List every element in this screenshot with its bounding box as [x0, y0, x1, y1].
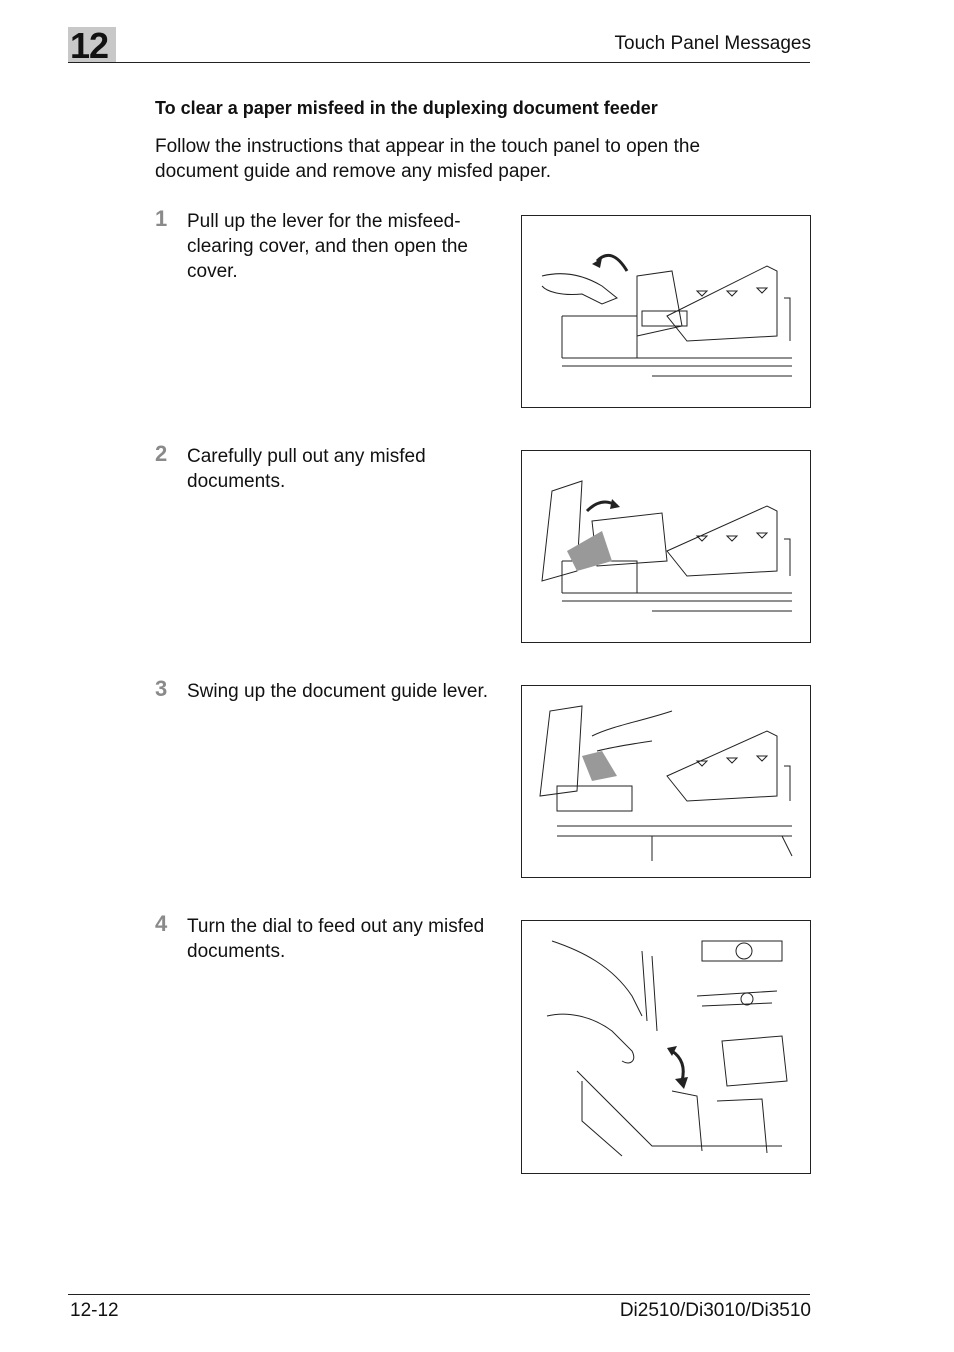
feeder-cover-open-illustration: [541, 253, 792, 377]
step-3-text: Swing up the document guide lever.: [187, 681, 489, 702]
step-2-illustration: [521, 450, 811, 643]
section-title: To clear a paper misfeed in the duplexin…: [155, 98, 658, 118]
header-divider: [68, 62, 810, 63]
intro-paragraph: Follow the instructions that appear in t…: [155, 136, 701, 182]
footer-divider: [68, 1294, 810, 1295]
step-3-number: 3: [155, 676, 168, 701]
step-1-text: Pull up the lever for the misfeed-cleari…: [187, 211, 468, 282]
step-2-text: Carefully pull out any misfed documents.: [187, 446, 426, 492]
step-4-text: Turn the dial to feed out any misfed doc…: [187, 916, 485, 962]
feed-dial-illustration: [546, 940, 788, 1157]
page-number: 12-12: [70, 1300, 119, 1321]
step-3-illustration: [521, 685, 811, 878]
misfed-documents-illustration: [541, 480, 792, 612]
document-guide-lever-illustration: [539, 705, 793, 861]
header-title: Touch Panel Messages: [614, 33, 811, 54]
step-1-number: 1: [155, 206, 168, 231]
chapter-tab: [68, 27, 116, 63]
step-2-number: 2: [155, 441, 168, 466]
model-name: Di2510/Di3010/Di3510: [619, 1300, 811, 1321]
step-1-illustration: [521, 215, 811, 408]
step-4-number: 4: [155, 911, 168, 936]
chapter-number: 12: [70, 25, 109, 66]
step-4-illustration: [521, 920, 811, 1174]
